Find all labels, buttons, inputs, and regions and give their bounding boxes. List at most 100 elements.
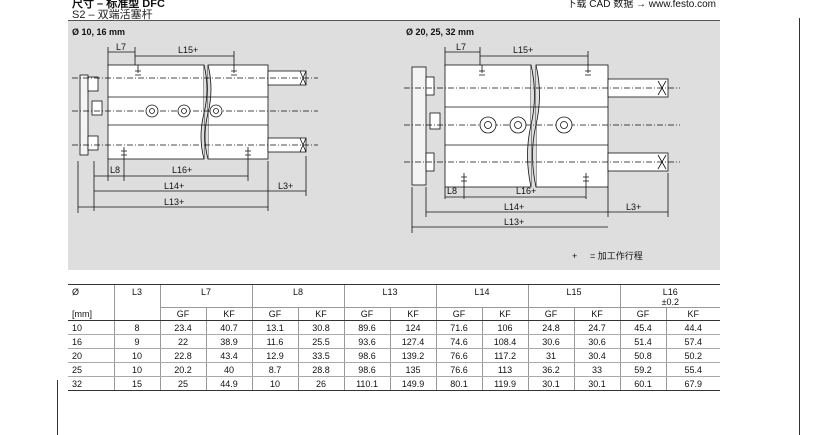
table-cell: 76.6: [435, 348, 483, 363]
cell-diameter: 16: [68, 334, 114, 349]
table-cell: 38.9: [205, 334, 253, 349]
table-cell: 117.2: [481, 348, 529, 363]
table-cell: 15: [113, 376, 160, 391]
table-cell: 40.7: [205, 320, 253, 335]
table-cell: 44.9: [205, 376, 253, 391]
th-sub-kf: KF: [297, 307, 345, 321]
dim-l13-right: L13+: [504, 217, 524, 227]
table-cell: 30.1: [527, 376, 575, 391]
table-cell: 10: [113, 348, 160, 363]
page-header-cad-link[interactable]: 下载 CAD 数据 → www.festo.com: [566, 0, 716, 10]
dimension-drawing: Ø 10, 16 mm L7 L15+: [68, 21, 720, 270]
view-label-small: Ø 10, 16 mm: [72, 27, 125, 37]
th-sub-gf: GF: [343, 307, 391, 321]
table-cell: 31: [527, 348, 575, 363]
table-cell: 50.2: [665, 348, 721, 363]
cell-diameter: 20: [68, 348, 114, 363]
th-sub-kf: KF: [573, 307, 621, 321]
table-cell: 59.2: [619, 362, 667, 377]
th-sub-gf: GF: [251, 307, 299, 321]
dim-l8-left: L8: [110, 165, 120, 175]
dim-l13-left: L13+: [164, 197, 184, 207]
table-cell: 22.8: [159, 348, 206, 363]
table-cell: 25.5: [297, 334, 345, 349]
table-cell: 113: [481, 362, 529, 377]
table-cell: 12.9: [251, 348, 299, 363]
table-cell: 20.2: [159, 362, 206, 377]
table-cell: 67.9: [665, 376, 721, 391]
table-cell: 89.6: [343, 320, 391, 335]
th-sub-gf: GF: [619, 307, 667, 321]
dim-l14-left: L14+: [164, 181, 184, 191]
dim-l16-right: L16+: [516, 186, 536, 196]
header-rule: [68, 20, 720, 21]
table-cell: 30.6: [527, 334, 575, 349]
table-cell: 30.4: [573, 348, 621, 363]
table-cell: 98.6: [343, 362, 391, 377]
table-cell: 10: [251, 376, 299, 391]
dim-l14-right: L14+: [504, 202, 524, 212]
table-cell: 8.7: [251, 362, 299, 377]
table-cell: 30.6: [573, 334, 621, 349]
th-l14: L14: [435, 284, 529, 308]
dim-l15-right: L15+: [513, 45, 533, 55]
page-edge-line-left: [57, 380, 58, 435]
dim-l15-left: L15+: [178, 45, 198, 55]
table-cell: 24.7: [573, 320, 621, 335]
table-cell: 127.4: [389, 334, 437, 349]
table-cell: 51.4: [619, 334, 667, 349]
table-cell: 22: [159, 334, 206, 349]
th-sub-kf: KF: [481, 307, 529, 321]
table-cell: 30.8: [297, 320, 345, 335]
legend-stroke-note: = 加工作行程: [590, 250, 643, 261]
table-cell: 119.9: [481, 376, 529, 391]
table-cell: 26: [297, 376, 345, 391]
th-l3: L3: [113, 284, 160, 308]
th-l16-label: L16: [662, 287, 678, 297]
th-l16-tolerance: ±0.2: [661, 297, 680, 307]
table-cell: 149.9: [389, 376, 437, 391]
cell-diameter: 32: [68, 376, 114, 391]
view-label-large: Ø 20, 25, 32 mm: [406, 27, 474, 37]
table-cell: 106: [481, 320, 529, 335]
dim-l7-left: L7: [116, 42, 126, 52]
table-cell: 8: [113, 320, 160, 335]
table-cell: 43.4: [205, 348, 253, 363]
cell-diameter: 10: [68, 320, 114, 335]
table-cell: 33.5: [297, 348, 345, 363]
th-sub-gf: GF: [527, 307, 575, 321]
table-cell: 33: [573, 362, 621, 377]
table-cell: 60.1: [619, 376, 667, 391]
table-cell: 44.4: [665, 320, 721, 335]
table-cell: 76.6: [435, 362, 483, 377]
table-cell: 13.1: [251, 320, 299, 335]
table-cell: 28.8: [297, 362, 345, 377]
th-l7: L7: [159, 284, 253, 308]
th-l15: L15: [527, 284, 621, 308]
page-header-title: 尺寸 – 标准型 DFC: [72, 0, 165, 10]
table-cell: 11.6: [251, 334, 299, 349]
table-cell: 110.1: [343, 376, 391, 391]
th-diameter-unit: [mm]: [68, 307, 114, 321]
table-cell: 98.6: [343, 348, 391, 363]
th-sub-gf: GF: [435, 307, 483, 321]
th-sub-kf: KF: [205, 307, 253, 321]
table-cell: 36.2: [527, 362, 575, 377]
table-cell: 135: [389, 362, 437, 377]
table-cell: 57.4: [665, 334, 721, 349]
th-l16: L16 ±0.2: [619, 284, 721, 308]
table-cell: 124: [389, 320, 437, 335]
table-cell: 139.2: [389, 348, 437, 363]
cell-diameter: 25: [68, 362, 114, 377]
table-cell: 10: [113, 362, 160, 377]
technical-drawing-svg: Ø 10, 16 mm L7 L15+: [72, 27, 680, 261]
page-header-band: 尺寸 – 标准型 DFC 下载 CAD 数据 → www.festo.com: [68, 0, 720, 10]
th-diameter: Ø: [68, 284, 114, 308]
th-l3-empty: [113, 307, 160, 321]
